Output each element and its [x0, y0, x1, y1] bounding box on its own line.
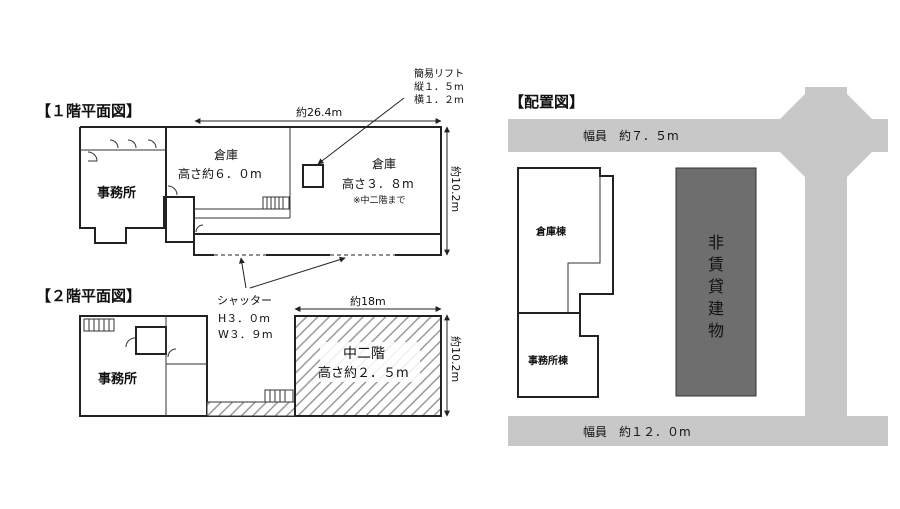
non-leased-building [675, 167, 757, 397]
floor1-title: 【１階平面図】 [36, 102, 141, 120]
lift-dim-2: 横１．２m [414, 93, 464, 106]
floor1-walls [79, 126, 442, 256]
floor2-stairs-left [83, 318, 115, 332]
floor1-width-dimension: 約26.4m [296, 105, 342, 119]
non-leased-char: 物 [708, 321, 724, 340]
road-bottom-width: 幅員 約１２．０m [583, 424, 691, 439]
floor2-doors [125, 337, 177, 358]
office-building-label: 事務所棟 [528, 354, 569, 367]
lift-label: 簡易リフト [414, 67, 464, 80]
lift-leader-line [317, 97, 405, 165]
floor1-height-dimension: 約10.2m [449, 166, 463, 212]
floor2-office-label: 事務所 [98, 371, 137, 387]
non-leased-label: 非 賃 貸 建 物 [708, 233, 724, 340]
floor1-warehouse-a-height: 高さ約６．０m [178, 166, 262, 181]
non-leased-char: 貸 [708, 277, 724, 296]
shutter-leader-lines [238, 256, 346, 289]
floor1-warehouse-b-height: 高さ３．８m [342, 176, 414, 191]
shutter-label: シャッター [217, 294, 272, 307]
mezzanine-height: 高さ約２．５m [318, 365, 409, 381]
floor1-office-label: 事務所 [97, 185, 136, 201]
lift-box [302, 164, 324, 188]
site-roads [508, 87, 888, 446]
floor1-warehouse-a-label: 倉庫 [214, 147, 238, 162]
shutter-height: H３．０m [218, 312, 270, 325]
lift-dim-1: 縦１．５m [414, 80, 464, 93]
warehouse-building-label: 倉庫棟 [535, 225, 567, 238]
non-leased-char: 賃 [708, 255, 724, 274]
floor2-height-dimension: 約10.2m [449, 336, 463, 382]
floor2-width-dimension: 約18m [350, 294, 386, 308]
non-leased-char: 非 [708, 233, 724, 252]
mezzanine-label: 中二階 [343, 346, 385, 362]
non-leased-char: 建 [708, 299, 724, 318]
warehouse-building [517, 167, 614, 314]
floor1-warehouse-b-note: ※中二階まで [353, 194, 406, 206]
road-top-width: 幅員 約７．５m [583, 128, 679, 143]
floor1-warehouse-b-label: 倉庫 [372, 156, 396, 171]
floor2-stairs-right [264, 389, 294, 403]
site-title: 【配置図】 [509, 93, 584, 111]
mezzanine-label-bg [320, 342, 420, 382]
office-building [517, 312, 599, 398]
floor1-doors [87, 139, 204, 233]
shutter-width: W３．９m [218, 328, 273, 341]
floor2-title: 【２階平面図】 [36, 287, 141, 305]
floor2-corridor-hatch [206, 401, 296, 417]
floor1-stairs [262, 196, 290, 210]
